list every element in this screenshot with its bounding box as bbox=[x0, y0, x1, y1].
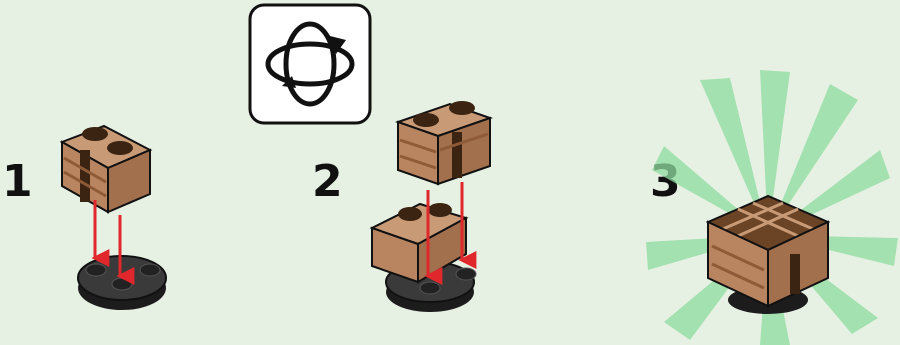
step-number-1: 1 bbox=[2, 156, 33, 207]
round-plate bbox=[77, 255, 167, 310]
rotate-model-icon bbox=[248, 3, 372, 125]
brick-1x2-upper bbox=[394, 101, 494, 186]
brick-1x2 bbox=[59, 124, 153, 214]
completed-crafting-table bbox=[705, 194, 831, 314]
step-3-result bbox=[646, 70, 898, 345]
step-number-2: 2 bbox=[312, 156, 343, 207]
step-2-assembly bbox=[369, 101, 494, 312]
step-1-assembly bbox=[59, 124, 167, 310]
